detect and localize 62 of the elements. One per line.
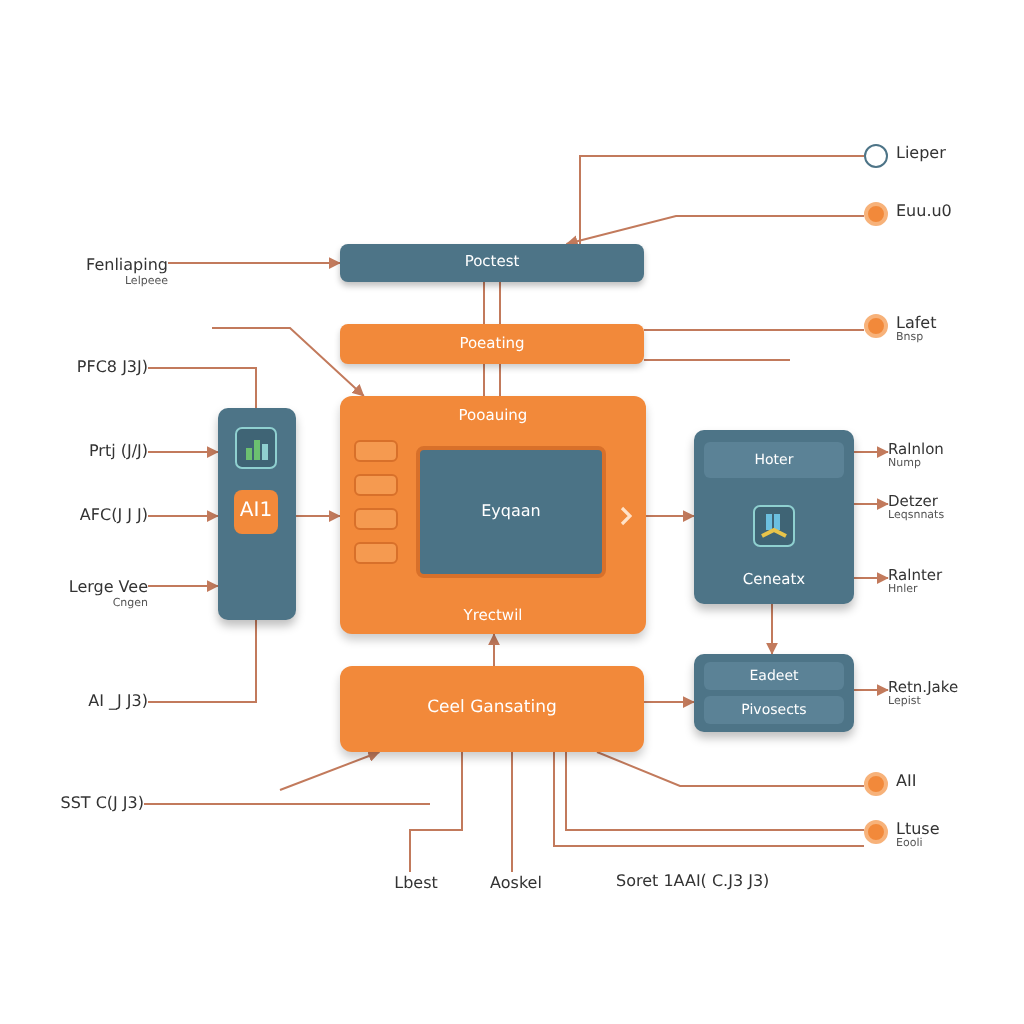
arrow: [565, 215, 865, 248]
node-text: AFC(J J J): [79, 506, 148, 526]
connector-line: [483, 363, 485, 397]
node-text: PFC8 J3J): [76, 358, 148, 378]
arrow: [147, 510, 219, 522]
node-text: Euu.u0: [896, 202, 952, 221]
arrow: [167, 257, 341, 269]
arrow: [488, 633, 500, 667]
display-screen: [416, 446, 606, 578]
arrow: [279, 750, 381, 791]
connector-line: [511, 751, 513, 873]
node-text: Ltuse: [896, 820, 940, 838]
process-box: [340, 396, 646, 634]
arrow: [853, 684, 889, 696]
node-text: AII: [896, 772, 917, 791]
node-text: Fenliaping: [86, 256, 168, 275]
small-button: [354, 508, 398, 530]
connector-line: [499, 363, 501, 397]
arrow: [295, 510, 341, 522]
arrow: [853, 572, 889, 584]
arrow: [766, 603, 778, 655]
side-panel: [218, 408, 296, 620]
connector-line: [483, 281, 485, 325]
node-text: AI _J J3): [88, 692, 148, 712]
connector-line: [553, 751, 865, 847]
small-button: [354, 474, 398, 496]
node-text: Eyqaan: [481, 502, 541, 522]
arrow: [643, 696, 695, 708]
node-text: AI1: [239, 500, 273, 524]
node-text: Lerge Vee: [68, 578, 148, 597]
connector-line: [579, 155, 865, 245]
arrow: [147, 580, 219, 592]
connector-line: [499, 281, 501, 325]
arrow: [147, 446, 219, 458]
connector-line: [147, 367, 257, 409]
arrow: [211, 327, 365, 397]
arrow: [853, 446, 889, 458]
connector-line: [409, 751, 463, 873]
node-text: Lieper: [896, 144, 946, 163]
arrow: [645, 510, 695, 522]
process-box: [340, 666, 644, 752]
connector-line: [596, 751, 865, 787]
node-text: Ceel Gansating: [427, 699, 557, 719]
node-text: SST C(J J3): [60, 794, 144, 814]
side-panel: [694, 654, 854, 732]
connector-line: [143, 803, 431, 805]
arrow: [853, 498, 889, 510]
connector-line: [643, 359, 791, 361]
module-panel: [694, 430, 854, 604]
connector-line: [643, 329, 865, 331]
component-bar: [340, 244, 644, 282]
connector-line: [565, 751, 865, 831]
small-button: [354, 440, 398, 462]
node-text: Aoskel: [490, 874, 542, 894]
node-text: Lbest: [394, 874, 438, 894]
node-text: Prtj (J/J): [88, 442, 148, 462]
note-label: Soret 1AAI( C.J3 J3): [616, 872, 770, 890]
connector-line: [147, 619, 257, 703]
component-bar: [340, 324, 644, 364]
node-text: Lafet: [896, 314, 937, 332]
small-button: [354, 542, 398, 564]
ai-tile: [234, 490, 278, 534]
